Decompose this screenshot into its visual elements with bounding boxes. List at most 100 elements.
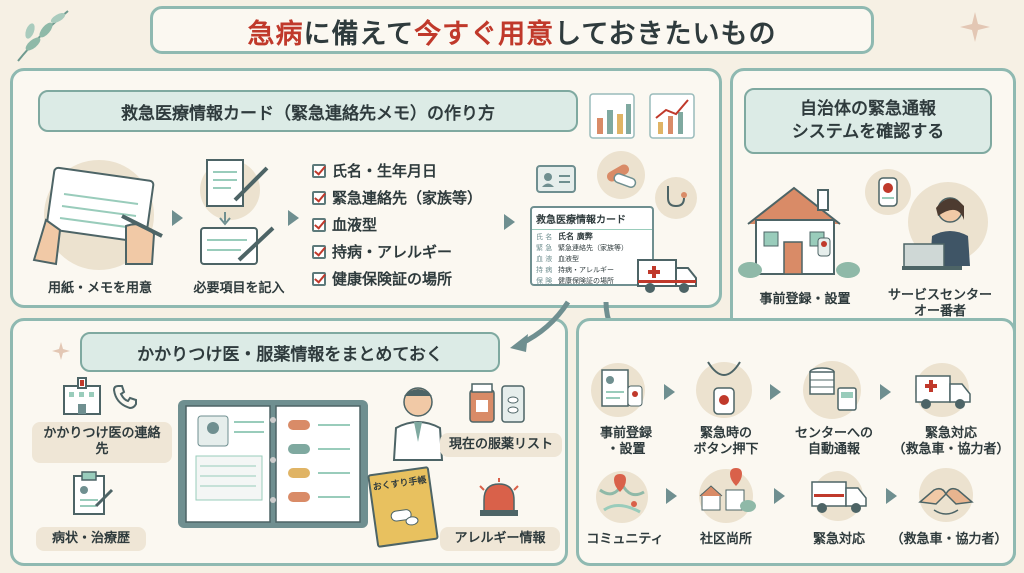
title-accent-1: 急病 — [247, 19, 304, 50]
checklist-text: 血液型 — [332, 216, 378, 234]
map-icon — [596, 471, 648, 523]
stethoscope-icon — [655, 177, 697, 219]
checklist-item-name: 氏名・生年月日 — [312, 160, 437, 181]
arrow-icon — [880, 384, 891, 400]
house-icon — [738, 186, 860, 278]
title-banner — [150, 6, 874, 54]
alert-siren-icon — [479, 478, 519, 516]
medicine-bottle-icon — [469, 383, 525, 423]
flow-bottom-label-1: コミュニティ — [586, 532, 664, 547]
flow-step1-line1: 事前登録 — [599, 426, 652, 441]
arrow-icon — [504, 214, 515, 230]
flow-step1-line2: ・設置 — [606, 442, 646, 458]
step1-label: 用紙・メモを用意 — [47, 281, 152, 296]
leaf-icon — [17, 10, 69, 62]
id-card-icon — [536, 165, 576, 193]
flow-bottom-label-4: （救急車・協力者） — [890, 532, 1008, 547]
doctor-icon — [392, 387, 444, 461]
meds-list-tag: 現在の服薬リスト — [440, 433, 562, 458]
checklist-text: 氏名・生年月日 — [332, 162, 438, 180]
trend-chart-icon — [649, 93, 695, 139]
system-section-heading: 自治体の緊急通報 システムを確認する — [744, 88, 992, 154]
server-icon — [803, 361, 861, 419]
flow-step3-label: センターへの自動通報 — [786, 426, 882, 459]
emergency-info-card: 救急医療情報カード 氏 名氏名 廣弊 緊 急緊急連絡先（家族等） 血 液血液型 … — [530, 206, 654, 286]
ambulance-icon — [915, 363, 971, 417]
card-row-key: 血 液 — [536, 255, 553, 263]
sparkle-icon — [52, 342, 70, 360]
card-row-value: 緊急連絡先（家族等） — [558, 244, 628, 252]
service-center-line2: オー番者 — [913, 304, 966, 320]
arrow-icon — [664, 384, 675, 400]
card-row-value: 血液型 — [558, 255, 579, 263]
checkbox-icon — [312, 217, 326, 232]
system-heading-line1: 自治体の緊急通報 — [800, 99, 936, 120]
doctor-contact-tag: かかりつけ医の連絡先 — [32, 422, 172, 463]
flow-step4-line1: 緊急対応 — [924, 426, 977, 441]
card-section-heading: 救急医療情報カード（緊急連絡先メモ）の作り方 — [38, 90, 578, 132]
arrow-icon — [774, 488, 785, 504]
emergency-button-icon — [865, 169, 911, 215]
ambulance-icon — [811, 471, 867, 521]
pendant-button-icon — [696, 361, 752, 418]
clipboard-icon — [73, 471, 114, 515]
notebook-label: おくすり手帳 — [372, 475, 428, 493]
registration-form-icon — [591, 363, 645, 417]
flow-step4-label: 緊急対応（救急車・協力者） — [888, 426, 1014, 459]
card-row-value: 氏名 廣弊 — [558, 232, 593, 241]
flow-step2-label: 緊急時のボタン押下 — [680, 426, 772, 459]
town-map-icon — [699, 468, 756, 523]
paper-and-pen-icon — [32, 166, 163, 266]
checklist-item-allergy: 持病・アレルギー — [312, 241, 452, 262]
ambulance-icon — [637, 259, 697, 293]
card-title: 救急医療情報カード — [532, 208, 652, 230]
pill-icon — [597, 151, 645, 199]
title-text-1: に備えて — [303, 19, 415, 50]
checklist-text: 健康保険証の場所 — [332, 270, 453, 288]
flow-step3-line2: 自動通報 — [807, 442, 860, 458]
system-heading-line2: システムを確認する — [791, 122, 945, 142]
medicine-notebook: おくすり手帳 — [367, 466, 439, 548]
registration-label: 事前登録・設置 — [759, 292, 851, 307]
step2-label: 必要項目を記入 — [193, 281, 285, 296]
card-row: 血 液血液型 — [536, 254, 648, 265]
page-title: 急病に備えて今すぐ用意しておきたいもの — [150, 12, 874, 51]
card-row-key: 持 病 — [536, 266, 553, 274]
checklist-text: 持病・アレルギー — [332, 243, 453, 261]
arrow-icon — [288, 210, 299, 226]
operator-icon — [902, 182, 988, 270]
flow-bottom-label-3: 緊急対応 — [812, 532, 865, 547]
flow-step1-label: 事前登録・設置 — [586, 426, 666, 459]
flow-panel — [576, 318, 1016, 566]
title-accent-2: 今すぐ用意 — [414, 19, 555, 50]
arrow-icon — [172, 210, 183, 226]
history-tag: 病状・治療歴 — [36, 527, 146, 552]
checkbox-icon — [312, 244, 326, 259]
card-row-key: 保 険 — [536, 277, 553, 285]
hospital-icon — [63, 377, 101, 415]
flow-bottom-label-2: 社区尚所 — [699, 532, 752, 547]
checkbox-icon — [312, 271, 326, 286]
checklist-item-contact: 緊急連絡先（家族等） — [312, 187, 482, 208]
card-row-value: 健康保険証の場所 — [558, 277, 614, 285]
title-text-2: しておきたいもの — [554, 19, 777, 50]
doctor-section-heading: かかりつけ医・服薬情報をまとめておく — [80, 332, 500, 372]
card-row: 氏 名氏名 廣弊 — [536, 231, 648, 243]
card-row-key: 緊 急 — [536, 244, 553, 252]
service-center-label: サービスセンター オー番者 — [870, 288, 1010, 321]
flow-step3-line1: センターへの — [794, 426, 873, 441]
allergy-tag: アレルギー情報 — [440, 527, 560, 552]
service-center-line1: サービスセンター — [887, 288, 992, 303]
flow-step2-line1: 緊急時の — [699, 426, 752, 441]
phone-icon — [112, 385, 137, 410]
sparkle-icon — [960, 12, 990, 42]
document-pen-icon — [200, 159, 275, 265]
checklist-item-insurance: 健康保険証の場所 — [312, 268, 452, 289]
arrow-icon — [770, 384, 781, 400]
card-row-value: 持病・アレルギー — [558, 266, 614, 274]
arrow-icon — [666, 488, 677, 504]
card-row-key: 氏 名 — [536, 233, 553, 241]
card-row: 緊 急緊急連絡先（家族等） — [536, 243, 648, 254]
helping-hands-icon — [918, 468, 974, 522]
card-row: 保 険健康保険証の場所 — [536, 276, 648, 287]
